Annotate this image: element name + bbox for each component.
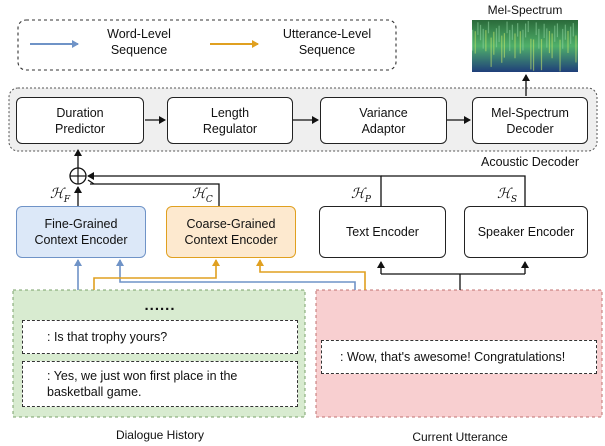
text-encoder: Text Encoder	[319, 206, 446, 258]
h-p-symbol: ℋP	[351, 186, 371, 205]
acoustic-decoder-label: Acoustic Decoder	[481, 155, 579, 169]
current-utterance-message: : Wow, that's awesome! Congratulations!	[321, 340, 597, 374]
length-regulator-block: Length Regulator	[167, 97, 293, 144]
sum-node	[69, 167, 87, 185]
history-turn-2: : Yes, we just won first place in the ba…	[22, 361, 298, 407]
h-s-symbol: ℋS	[497, 186, 518, 205]
coarse-grained-context-encoder: Coarse-Grained Context Encoder	[166, 206, 296, 258]
history-turn-1: : Is that trophy yours?	[22, 320, 298, 354]
speaker-encoder: Speaker Encoder	[464, 206, 588, 258]
legend-utterance-label: Utterance-Level Sequence	[282, 27, 372, 57]
history-ellipsis: ......	[144, 297, 176, 314]
fine-grained-context-encoder: Fine-Grained Context Encoder	[16, 206, 146, 258]
mel-spectrum-decoder-block: Mel-Spectrum Decoder	[472, 97, 588, 144]
legend-box	[17, 19, 397, 71]
current-utterance-caption: Current Utterance	[412, 430, 508, 444]
duration-predictor-block: Duration Predictor	[16, 97, 144, 144]
mel-spectrogram-image	[472, 20, 578, 72]
legend-word-label: Word-Level Sequence	[107, 27, 171, 57]
mel-spectrum-title: Mel-Spectrum	[487, 3, 563, 17]
dialogue-history-caption: Dialogue History	[115, 428, 205, 442]
h-f-symbol: ℋF	[50, 186, 71, 205]
h-c-symbol: ℋC	[192, 186, 213, 205]
variance-adaptor-block: Variance Adaptor	[320, 97, 447, 144]
